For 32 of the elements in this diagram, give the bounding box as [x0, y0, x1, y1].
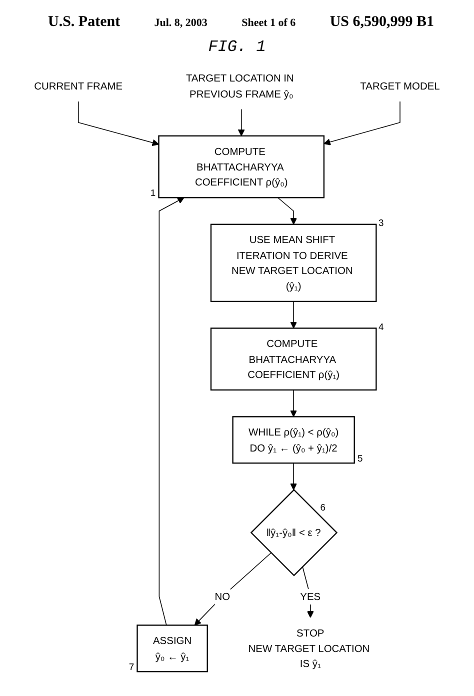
arrow: [302, 566, 314, 618]
edge-label: NO: [214, 590, 230, 602]
arrow: [158, 197, 184, 626]
node-box: WHILE ρ(ŷ₁) < ρ(ŷ₀) DO ŷ₁ ← (ŷ₀ + ŷ₁)/2: [232, 416, 355, 464]
figure-title: FIG. 1: [208, 38, 266, 56]
reference-numeral: 1: [150, 187, 156, 198]
node-text: TARGET MODEL: [360, 80, 440, 92]
issue-date: Jul. 8, 2003: [154, 17, 208, 29]
node-text: TARGET LOCATION IN PREVIOUS FRAME ŷ₀: [186, 72, 294, 100]
arrow: [277, 197, 298, 225]
arrow: [78, 101, 160, 146]
node-box: COMPUTE BHATTACHARYYA COEFFICIENT ρ(ŷ₁): [210, 328, 377, 391]
reference-numeral: 3: [378, 216, 384, 228]
node-box: USE MEAN SHIFT ITERATION TO DERIVE NEW TARGET LOCATION (ŷ₁): [210, 224, 377, 302]
reference-numeral: 5: [358, 452, 363, 464]
reference-numeral: 4: [378, 320, 384, 332]
patent-number: US 6,590,999 B1: [330, 14, 434, 31]
node-box: ASSIGN ŷ₀ ← ŷ₁: [136, 624, 208, 672]
node-text: CURRENT FRAME: [34, 80, 123, 92]
arrow: [290, 301, 298, 329]
arrow: [194, 552, 272, 626]
reference-numeral: 6: [320, 501, 326, 512]
node-text: STOP NEW TARGET LOCATION IS ŷ₁: [248, 626, 370, 670]
arrow: [290, 390, 298, 417]
patent-office-heading: U.S. Patent: [48, 14, 120, 31]
node-box: COMPUTE BHATTACHARYYA COEFFICIENT ρ(ŷ₀): [158, 135, 325, 198]
reference-numeral: 7: [128, 661, 134, 672]
arrow: [324, 101, 400, 146]
edge-label: YES: [300, 590, 321, 602]
arrow: [290, 462, 298, 490]
arrow: [238, 108, 245, 136]
sheet-number: Sheet 1 of 6: [242, 17, 296, 29]
